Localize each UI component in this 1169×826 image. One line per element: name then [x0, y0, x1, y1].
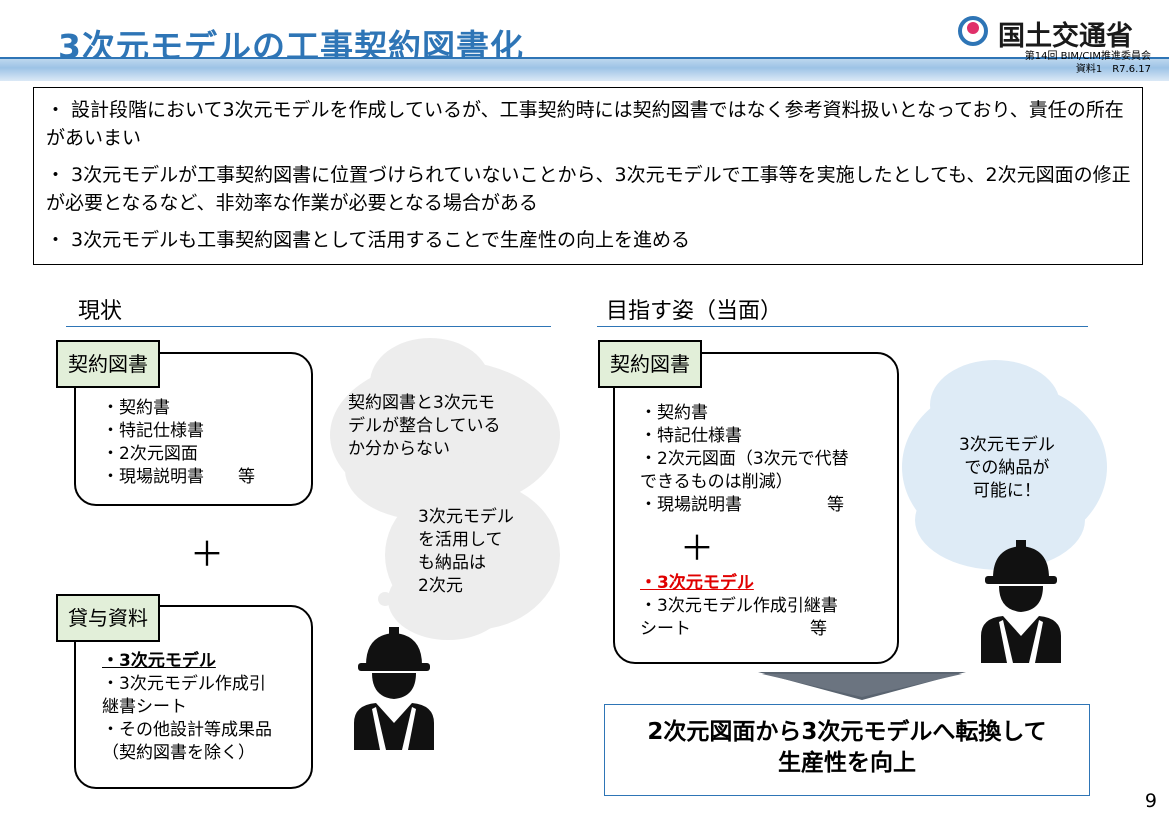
thought-bubble-dot	[378, 592, 392, 606]
cloud-line: 2次元	[418, 576, 463, 596]
list-item: 継書シート	[102, 697, 187, 717]
cloud-text-2: 3次元モデル を活用して も納品は 2次元	[418, 506, 514, 598]
doc-reference: 資料1 R7.6.17	[1075, 64, 1151, 75]
summary-point: ・ 3次元モデルも工事契約図書として活用することで生産性の向上を進める	[46, 229, 690, 251]
result-box: 2次元図面から3次元モデルへ転換して 生産性を向上	[604, 704, 1090, 796]
header-rule	[0, 57, 1169, 60]
list-item: できるものは削減）	[640, 472, 793, 492]
list-item: ・2次元図面	[102, 444, 198, 464]
result-line: 生産性を向上	[778, 750, 916, 776]
target-contract-list: ・契約書 ・特記仕様書 ・2次元図面（3次元で代替 できるものは削減） ・現場説…	[640, 402, 849, 517]
list-item: ・特記仕様書	[102, 421, 204, 441]
current-loan-tag: 貸与資料	[56, 594, 160, 642]
list-item: ・2次元図面（3次元で代替	[640, 449, 849, 469]
worker-icon	[354, 627, 434, 750]
current-loan-list: ・3次元モデル ・3次元モデル作成引 継書シート ・その他設計等成果品 （契約図…	[102, 650, 272, 765]
cloud-text-blue: 3次元モデル での納品が 可能に！	[959, 434, 1055, 503]
ministry-name: 国土交通省	[998, 21, 1133, 52]
list-item: ・契約書	[102, 398, 170, 418]
target-heading-rule	[597, 326, 1088, 327]
list-item-highlight: ・3次元モデル	[102, 651, 216, 671]
header-band	[0, 59, 1169, 81]
ministry-logo-icon	[958, 16, 988, 46]
cloud-line: での納品が	[964, 458, 1050, 478]
list-item: （契約図書を除く）	[102, 743, 255, 763]
thought-cloud-part	[388, 560, 508, 640]
target-heading: 目指す姿（当面）	[606, 299, 783, 324]
target-model-list: ・3次元モデル ・3次元モデル作成引継書 シート 等	[640, 572, 838, 641]
current-heading-rule	[66, 326, 551, 327]
summary-point: ・ 設計段階において3次元モデルを作成しているが、工事契約時には契約図書ではなく…	[46, 99, 1124, 149]
ministry-logo-dot-icon	[967, 22, 979, 34]
list-item: ・契約書	[640, 403, 708, 423]
target-contract-tag: 契約図書	[598, 340, 702, 388]
result-line: 2次元図面から3次元モデルへ転換して	[647, 719, 1047, 745]
cloud-line: 契約図書と3次元モ	[348, 393, 495, 413]
cloud-text: 契約図書と3次元モ デルが整合している か分からない	[348, 392, 501, 461]
down-arrow-icon	[758, 672, 966, 700]
cloud-line: 3次元モデル	[418, 507, 514, 527]
target-contract-box	[613, 352, 899, 664]
cloud-line: か分からない	[348, 439, 450, 459]
list-item: ・特記仕様書	[640, 426, 742, 446]
current-contract-list: ・契約書 ・特記仕様書 ・2次元図面 ・現場説明書 等	[102, 397, 255, 489]
cloud-line: デルが整合している	[348, 416, 501, 436]
list-item: ・その他設計等成果品	[102, 720, 272, 740]
thought-cloud-part	[915, 470, 1085, 570]
list-item: ・現場説明書 等	[102, 467, 255, 487]
list-item: ・現場説明書 等	[640, 495, 844, 515]
page-number: 9	[1144, 790, 1157, 812]
current-heading: 現状	[78, 299, 123, 324]
list-item: シート 等	[640, 619, 827, 639]
meeting-name: 第14回 BIM/CIM推進委員会	[1024, 51, 1151, 62]
summary-box: ・ 設計段階において3次元モデルを作成しているが、工事契約時には契約図書ではなく…	[33, 87, 1143, 265]
cloud-line: 3次元モデル	[959, 435, 1055, 455]
worker-icon	[981, 540, 1061, 663]
thought-cloud-part	[420, 462, 520, 532]
list-item-highlight: ・3次元モデル	[640, 573, 754, 593]
thought-cloud-part	[930, 360, 1060, 450]
thought-cloud-part	[370, 338, 490, 428]
list-item: ・3次元モデル作成引継書	[640, 596, 838, 616]
list-item: ・3次元モデル作成引	[102, 674, 266, 694]
cloud-line: も納品は	[418, 553, 486, 573]
plus-sign: ＋	[680, 529, 714, 569]
current-contract-tag: 契約図書	[56, 340, 160, 388]
plus-sign: ＋	[190, 535, 224, 575]
cloud-line: を活用して	[418, 530, 503, 550]
meeting-info: 第14回 BIM/CIM推進委員会 資料1 R7.6.17	[1025, 50, 1151, 76]
cloud-line: 可能に！	[972, 481, 1041, 501]
summary-point: ・ 3次元モデルが工事契約図書に位置づけられていないことから、3次元モデルで工事…	[46, 164, 1131, 214]
